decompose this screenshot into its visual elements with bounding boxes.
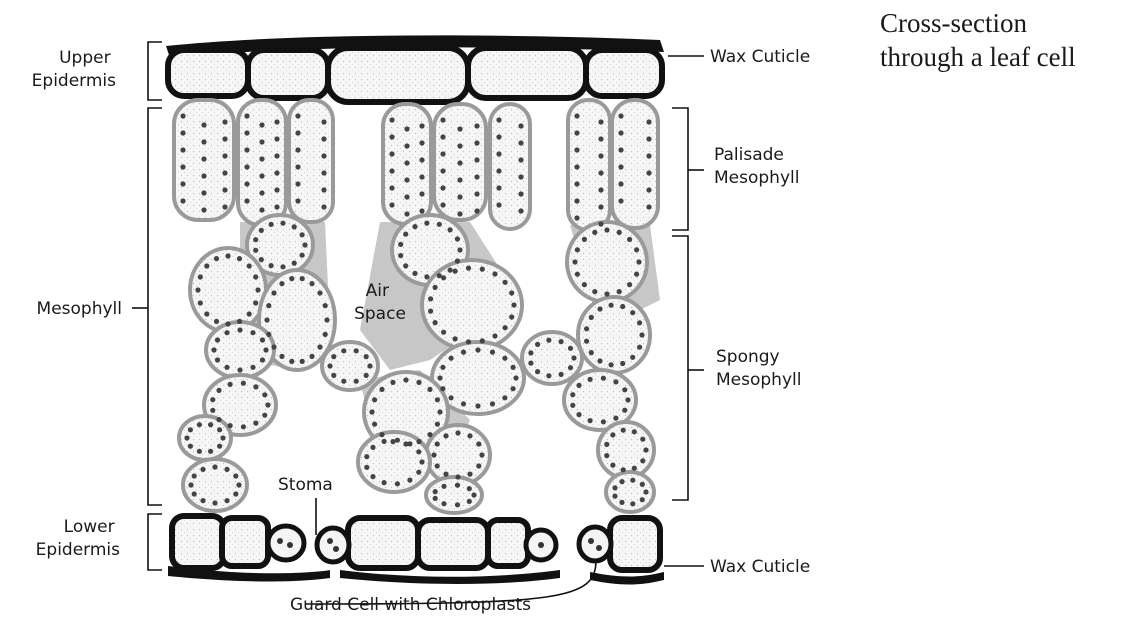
spongy-mesophyll-cells: [179, 215, 654, 513]
label-wax-cuticle-bottom: Wax Cuticle: [710, 557, 810, 577]
diagram-caption: Cross-section through a leaf cell: [880, 6, 1135, 74]
label-upper-epidermis: Upper Epidermis: [32, 48, 116, 91]
caption-line-2: through a leaf cell: [880, 40, 1135, 74]
label-lower-epidermis: Lower Epidermis: [36, 517, 120, 560]
label-spongy-mesophyll: Spongy Mesophyll: [716, 347, 801, 390]
label-wax-cuticle-top: Wax Cuticle: [710, 47, 810, 67]
label-palisade-mesophyll: Palisade Mesophyll: [714, 145, 799, 188]
label-mesophyll: Mesophyll: [37, 299, 122, 319]
upper-epidermis: [166, 35, 664, 102]
label-guard-cell: Guard Cell with Chloroplasts: [290, 595, 531, 615]
caption-line-1: Cross-section: [880, 6, 1135, 40]
label-stoma: Stoma: [278, 475, 333, 495]
